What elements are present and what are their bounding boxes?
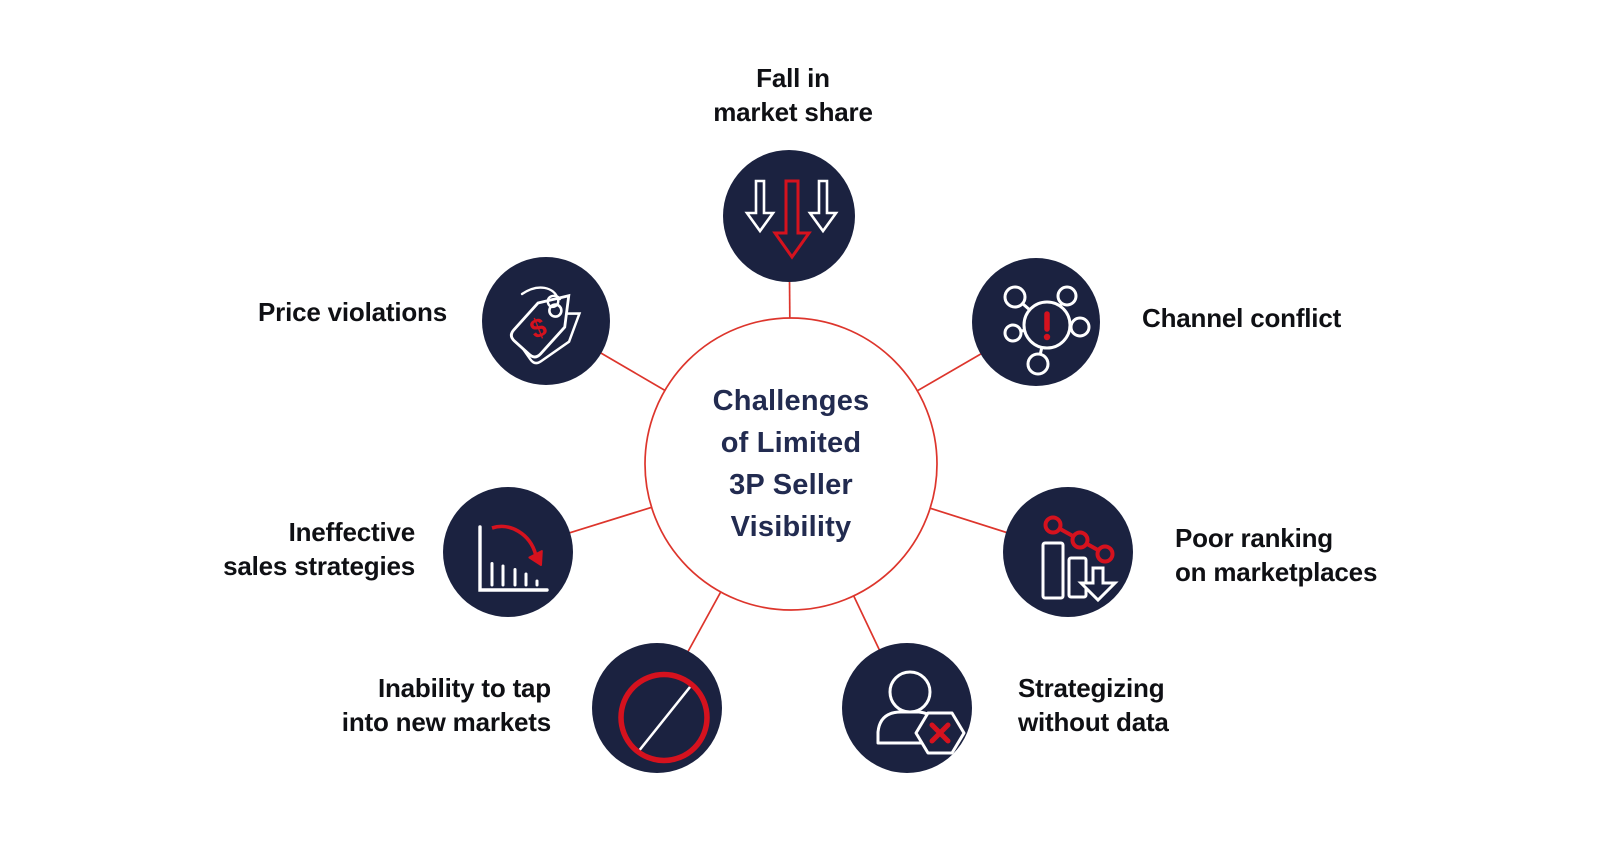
title-line: Visibility <box>730 511 852 543</box>
label-ineffective-sales: Ineffective sales strategies <box>115 515 415 583</box>
central-circle <box>644 317 938 611</box>
label-strategizing-without-data: Strategizing without data <box>1018 671 1169 739</box>
node-fall-in-market-share <box>723 150 855 282</box>
label-line: market share <box>713 97 873 127</box>
label-line: without data <box>1018 707 1169 737</box>
label-line: Poor ranking <box>1175 523 1333 553</box>
label-line: Price violations <box>258 297 447 327</box>
title-line: Challenges <box>712 385 870 417</box>
node-inability-new-markets <box>592 643 722 773</box>
label-line: Inability to tap <box>377 673 551 703</box>
label-channel-conflict: Channel conflict <box>1142 301 1341 335</box>
label-line: Fall in <box>756 63 830 93</box>
label-line: Ineffective <box>288 517 416 547</box>
label-line: Channel conflict <box>1142 303 1342 333</box>
exclamation-mark <box>1043 311 1051 341</box>
node-poor-ranking <box>1003 487 1133 617</box>
triple-down-arrows-icon <box>744 179 839 260</box>
label-price-violations: Price violations <box>147 295 447 329</box>
price-tag-icon: $ <box>509 286 582 365</box>
no-entry-icon <box>618 671 710 764</box>
node-channel-conflict <box>972 258 1100 386</box>
rank-drop-chart-icon <box>1041 515 1119 603</box>
label-poor-ranking: Poor ranking on marketplaces <box>1175 521 1377 589</box>
node-circle <box>592 643 722 773</box>
user-missing-data-icon <box>876 670 966 755</box>
label-fall-in-market-share: Fall in market share <box>593 61 993 129</box>
network-alert-icon <box>1003 285 1091 376</box>
title-line: 3P Seller <box>729 469 853 501</box>
central-title: Challenges of Limited 3P Seller Visibili… <box>641 380 941 548</box>
label-line: on marketplaces <box>1175 557 1378 587</box>
label-inability-new-markets: Inability to tap into new markets <box>251 671 551 739</box>
label-line: into new markets <box>341 707 551 737</box>
x-mark <box>929 722 951 744</box>
title-line: of Limited <box>720 427 862 459</box>
node-price-violations: $ <box>482 257 610 385</box>
node-circle <box>443 487 573 617</box>
node-strategizing-without-data <box>842 643 972 773</box>
label-line: Strategizing <box>1018 673 1165 703</box>
node-ineffective-sales <box>443 487 573 617</box>
label-line: sales strategies <box>223 551 415 581</box>
declining-bar-chart-icon <box>478 524 549 592</box>
